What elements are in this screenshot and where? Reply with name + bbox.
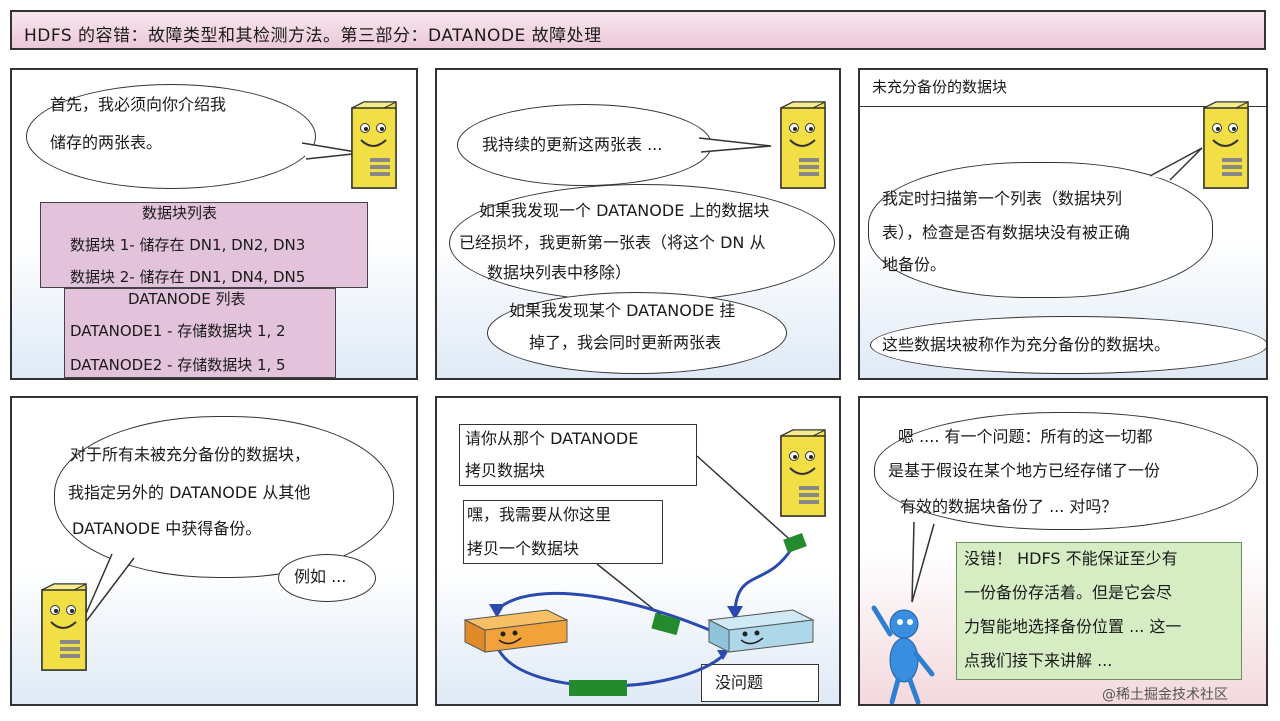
speech-line: DATANODE 中获得备份。	[72, 519, 262, 538]
speech-line: 我定时扫描第一个列表（数据块列	[882, 189, 1123, 208]
answer-line: 力智能地选择备份位置 ... 这一	[964, 617, 1182, 636]
speech-bubble	[870, 316, 1266, 374]
panel-6: 嗯 .... 有一个问题：所有的这一切都 是基于假设在某个地方已经存储了一份 有…	[858, 396, 1268, 706]
note-box	[463, 500, 663, 564]
watermark: @稀土掘金技术社区	[1102, 687, 1228, 703]
speech-line: 地备份。	[882, 255, 947, 274]
datanode-orange-icon	[463, 609, 569, 653]
panel-1: 首先，我必须向你介绍我 储存的两张表。 数据块列表 数据块 1- 储存在 DN1…	[10, 68, 418, 380]
speech-line: 已经损坏，我更新第一张表（将这个 DN 从	[459, 233, 766, 252]
speech-bubble	[874, 412, 1258, 530]
panel-2: 我持续的更新这两张表 ... 如果我发现一个 DATANODE 上的数据块 已经…	[435, 68, 841, 380]
bubble-tail	[699, 137, 772, 153]
speech-line: 我指定另外的 DATANODE 从其他	[68, 483, 311, 502]
note-line: 没问题	[715, 673, 764, 692]
block-list-row: 数据块 2- 储存在 DN1, DN4, DN5	[70, 268, 306, 286]
panel-4: 对于所有未被充分备份的数据块， 我指定另外的 DATANODE 从其他 DATA…	[10, 396, 418, 706]
speech-line: 首先，我必须向你介绍我	[50, 95, 227, 114]
panel-3: 未充分备份的数据块 我定时扫描第一个列表（数据块列 表），检查是否有数据块没有被…	[858, 68, 1268, 380]
speech-line: 如果我发现某个 DATANODE 挂	[509, 301, 736, 320]
speech-bubble	[487, 292, 787, 374]
namenode-server-icon	[41, 583, 87, 671]
speech-line: 对于所有未被充分备份的数据块，	[70, 445, 311, 464]
answer-box	[956, 542, 1242, 680]
speech-bubble	[868, 162, 1213, 298]
page-title: HDFS 的容错：故障类型和其检测方法。第三部分：DATANODE 故障处理	[24, 26, 602, 46]
namenode-server-icon	[351, 101, 397, 189]
note-line: 拷贝一个数据块	[467, 539, 580, 558]
title-bar: HDFS 的容错：故障类型和其检测方法。第三部分：DATANODE 故障处理	[10, 10, 1266, 50]
block-list-heading: 数据块列表	[142, 204, 218, 222]
speech-line: 储存的两张表。	[50, 133, 163, 152]
answer-line: 点我们接下来讲解 ...	[964, 651, 1113, 670]
panel-header	[860, 70, 1266, 107]
datanode-list-row: DATANODE2 - 存储数据块 1, 5	[70, 356, 286, 374]
note-line: 嘿，我需要从你这里	[467, 505, 612, 524]
block-list-table	[40, 202, 368, 288]
speech-line: 表），检查是否有数据块没有被正确	[882, 223, 1131, 242]
speech-line: 是基于假设在某个地方已经存储了一份	[888, 461, 1161, 480]
datanode-blue-icon	[707, 609, 815, 653]
note-line: 拷贝数据块	[465, 461, 546, 480]
copy-flow-diagram	[463, 455, 815, 696]
bubble-tail	[1149, 147, 1203, 181]
speech-bubble	[449, 184, 835, 302]
datanode-list-heading: DATANODE 列表	[128, 290, 246, 308]
speech-line: 这些数据块被称作为充分备份的数据块。	[882, 335, 1171, 354]
namenode-server-icon	[780, 101, 826, 189]
speech-bubble	[54, 416, 394, 578]
speech-line: 数据块列表中移除）	[487, 263, 632, 282]
speech-line: 掉了，我会同时更新两张表	[529, 333, 722, 352]
note-box	[701, 664, 819, 702]
namenode-server-icon	[1203, 101, 1249, 189]
blue-figure-icon	[871, 605, 935, 704]
answer-line: 一份备份存活着。但是它会尽	[964, 583, 1173, 602]
note-line: 请你从那个 DATANODE	[465, 429, 639, 448]
speech-line: 如果我发现一个 DATANODE 上的数据块	[479, 201, 770, 220]
panel-header-text: 未充分备份的数据块	[872, 78, 1008, 96]
speech-line: 我持续的更新这两张表 ...	[482, 135, 663, 154]
datanode-list-row: DATANODE1 - 存储数据块 1, 2	[70, 322, 286, 340]
bubble-tail	[911, 521, 935, 603]
answer-line: 没错！ HDFS 不能保证至少有	[964, 549, 1178, 568]
panel-5: 请你从那个 DATANODE 拷贝数据块 嘿，我需要从你这里 拷贝一个数据块 没…	[435, 396, 841, 706]
note-box	[459, 424, 697, 486]
speech-bubble	[26, 84, 316, 189]
speech-bubble	[278, 554, 376, 602]
speech-line: 有效的数据块备份了 ... 对吗？	[900, 497, 1118, 516]
speech-line: 例如 ...	[294, 567, 347, 586]
block-list-row: 数据块 1- 储存在 DN1, DN2, DN3	[70, 236, 306, 254]
speech-bubble	[457, 104, 712, 186]
speech-line: 嗯 .... 有一个问题：所有的这一切都	[898, 427, 1153, 446]
datanode-list-table	[64, 288, 336, 378]
